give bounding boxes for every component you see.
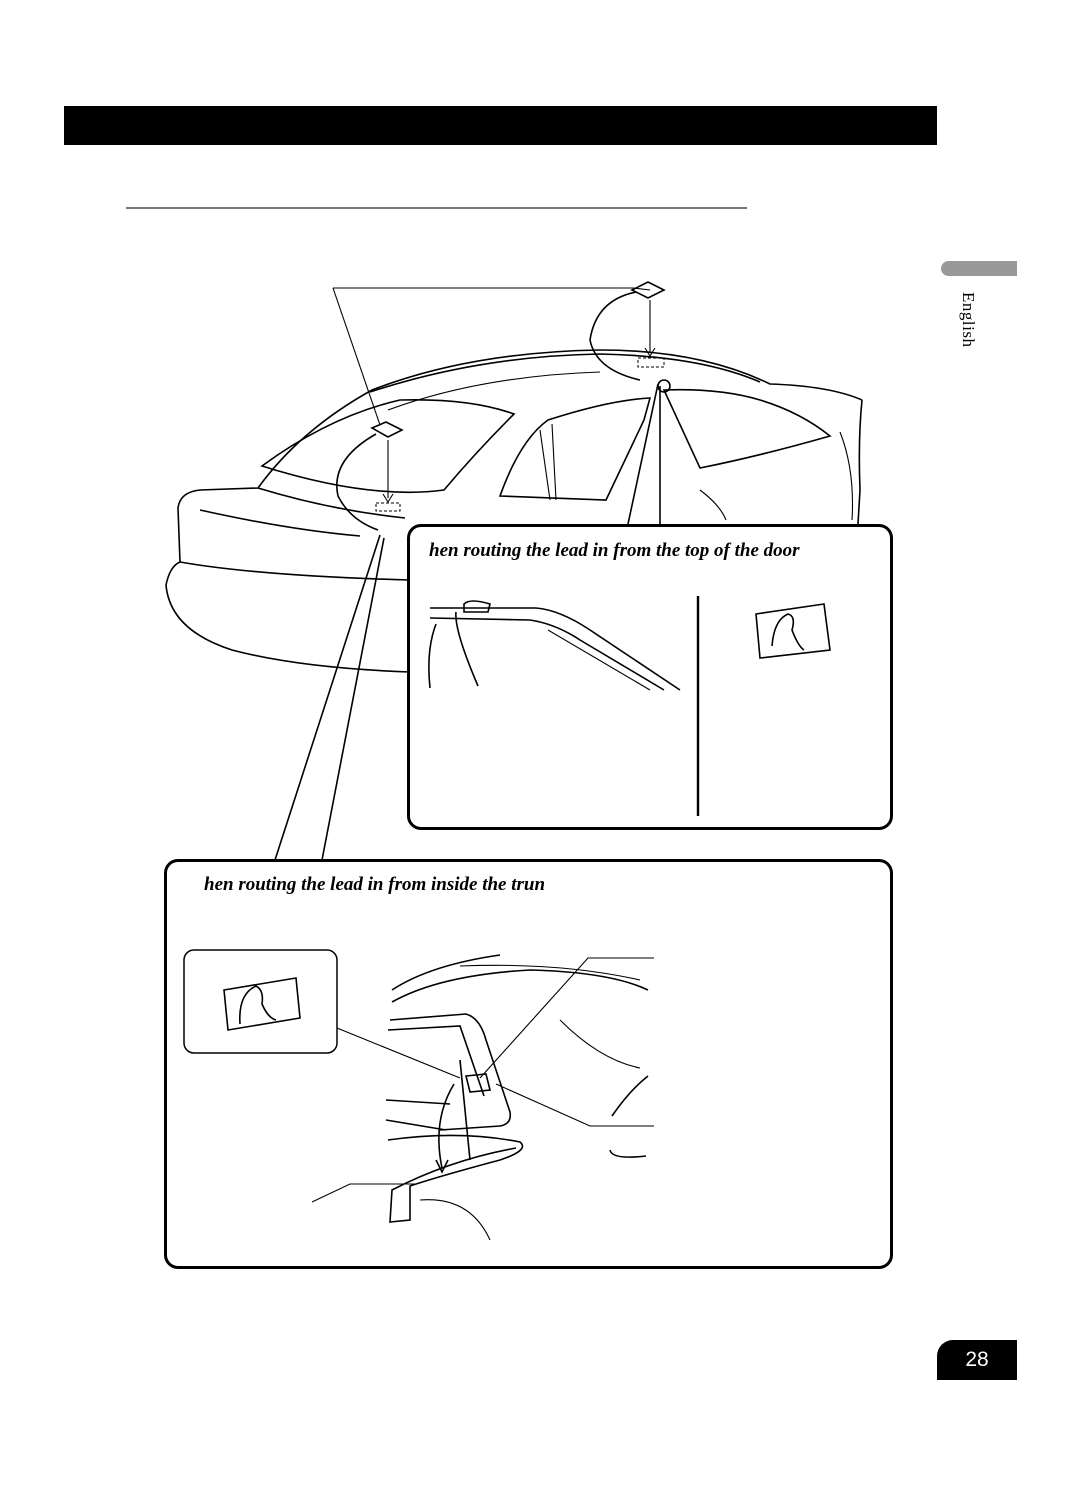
trunk-body-detail — [385, 954, 649, 1241]
language-tab-marker — [941, 261, 1017, 276]
cable-clip-icon — [755, 603, 831, 659]
roof-antenna — [589, 281, 671, 393]
header-bar — [64, 106, 937, 145]
page-number: 28 — [937, 1340, 1017, 1380]
door-routing-panel — [407, 524, 893, 830]
door-leader — [627, 383, 659, 525]
trunk-routing-caption: hen routing the lead in from inside the … — [204, 874, 546, 895]
trunk-leader — [274, 534, 381, 861]
language-label: English — [959, 292, 978, 348]
car-body — [165, 349, 863, 673]
trunk-callout-lines — [311, 957, 654, 1203]
door-frame-detail — [428, 600, 681, 691]
section-rule — [126, 207, 747, 209]
trunk-routing-panel — [164, 859, 893, 1269]
clip-inset-box — [183, 949, 338, 1054]
rear-antenna — [336, 421, 404, 531]
door-routing-caption: hen routing the lead in from the top of … — [429, 540, 800, 561]
